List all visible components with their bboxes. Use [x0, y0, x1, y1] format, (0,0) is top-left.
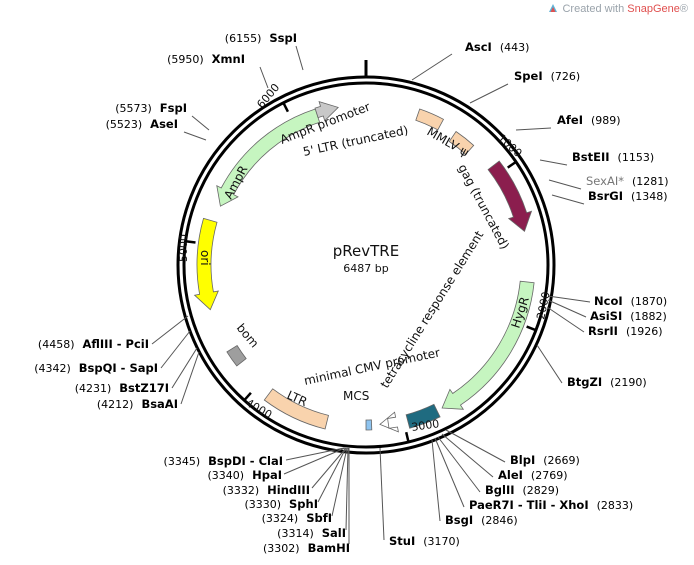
tick-label-3000: 3000: [411, 417, 441, 434]
site-label-stui: StuI(3170): [389, 534, 460, 548]
site-connector-6: [469, 83, 509, 104]
site-label-pcii: (4458)AflIII - PciI: [38, 337, 149, 351]
site-label-clai: (3345)BspDI - ClaI: [164, 454, 283, 468]
site-label-sali: (3314)SalI: [277, 526, 346, 540]
site-connector-16: [441, 433, 494, 478]
site-label-xmni: (5950)XmnI: [167, 52, 245, 66]
feature-cmv: [379, 411, 399, 433]
feature-hygr: [441, 280, 535, 410]
site-label-xhoi: PaeR7I - TliI - XhoI(2833): [469, 498, 633, 512]
site-connector-11: [547, 295, 591, 303]
site-label-sexai: SexAI*(1281): [586, 174, 669, 188]
major-tick-4000: [243, 391, 252, 402]
site-label-bsteii: BstEII(1153): [572, 150, 654, 164]
major-tick-3000: [404, 431, 410, 443]
site-connector-5: [411, 53, 453, 81]
feature-ampr-promoter: [314, 101, 339, 122]
site-label-bglii: BglII(2829): [485, 483, 559, 497]
site-label-rsrii: RsrII(1926): [588, 324, 663, 338]
site-label-bamhi: (3302)BamHI: [263, 541, 350, 555]
site-label-spei: SpeI(726): [514, 69, 580, 83]
feature-mmlv-psi: [415, 108, 445, 131]
snapgene-credit: Created with SnapGene®: [548, 3, 688, 15]
site-label-fspi: (5573)FspI: [115, 101, 187, 115]
feature-gag: [487, 160, 533, 232]
site-label-bsgi: BsgI(2846): [445, 513, 518, 527]
plasmid-name: pRevTRE: [333, 242, 399, 260]
site-label-blpi: BlpI(2669): [510, 453, 580, 467]
major-tick-5000: [185, 239, 196, 244]
site-connector-7: [515, 127, 552, 131]
site-connector-2: [259, 66, 269, 89]
site-connector-9: [548, 179, 582, 190]
tick-label-5000: 5000: [177, 234, 190, 262]
site-connector-4: [183, 131, 207, 141]
site-label-sbfi: (3324)SbfI: [262, 511, 332, 525]
credit-brand: SnapGene: [627, 3, 680, 15]
tick-label-2000: 2000: [534, 291, 553, 321]
credit-suffix: ®: [679, 3, 688, 15]
site-connector-17: [437, 436, 481, 493]
site-connector-31: [180, 351, 200, 405]
site-connector-19: [431, 439, 441, 522]
backbone-outer-circle: [176, 75, 556, 455]
site-connector-12: [547, 299, 587, 318]
site-label-bstz17i: (4231)BstZ17I: [75, 381, 169, 395]
site-connector-18: [434, 437, 465, 508]
site-connector-27: [285, 447, 345, 461]
site-label-bsaai: (4212)BsaAI: [97, 397, 178, 411]
site-label-afei: AfeI(989): [557, 113, 621, 127]
backbone-inner-circle: [182, 81, 550, 449]
site-connector-1: [295, 45, 304, 71]
feature-ori: [193, 217, 219, 311]
feature-mmlv-block: [448, 130, 475, 155]
site-label-asisi: AsiSI(1882): [590, 309, 667, 323]
major-tick-2000: [526, 325, 537, 332]
site-connector-10: [551, 194, 585, 205]
site-label-hindiii: (3332)HindIII: [223, 483, 310, 497]
site-connector-29: [160, 330, 191, 369]
feature-tre: [405, 403, 441, 429]
site-connector-20: [379, 447, 385, 541]
site-label-ncoi: NcoI(1870): [594, 294, 667, 308]
site-connector-28: [151, 315, 189, 345]
site-connector-22: [345, 447, 349, 531]
site-label-sphi: (3330)SphI: [244, 497, 318, 511]
major-tick-6000: [282, 102, 290, 113]
feature-ltr: [263, 388, 329, 430]
site-connector-3: [191, 115, 210, 131]
site-connector-13: [546, 306, 585, 333]
snapgene-logo-icon: [549, 4, 558, 12]
feature-mcs: [365, 419, 373, 431]
site-connector-23: [331, 447, 348, 517]
site-connector-24: [317, 447, 347, 503]
credit-prefix: Created with: [562, 3, 628, 15]
site-label-sapi: (4342)BspQI - SapI: [34, 361, 158, 375]
feature-label-ori: ori: [198, 250, 212, 266]
feature-label-bom: bom: [234, 321, 262, 350]
site-label-asei: (5523)AseI: [106, 117, 178, 131]
site-label-asci: AscI(443): [465, 40, 529, 54]
site-label-btgzi: BtgZI(2190): [567, 375, 647, 389]
site-label-alei: AleI(2769): [498, 468, 568, 482]
site-label-sspi: (6155)SspI: [225, 31, 297, 45]
site-connector-8: [539, 159, 568, 166]
site-label-hpai: (3340)HpaI: [208, 468, 282, 482]
plasmid-size: 6487 bp: [343, 262, 388, 275]
feature-label-cmv: minimal CMV promoter: [303, 345, 442, 388]
site-connector-26: [283, 447, 346, 475]
feature-ampr: [216, 108, 321, 207]
site-connector-14: [536, 344, 563, 384]
site-connector-15: [445, 429, 506, 463]
site-label-bsrgi: BsrGI(1348): [588, 189, 668, 203]
major-tick-1000: [506, 160, 517, 169]
feature-bom: [226, 344, 247, 367]
site-connector-30: [171, 347, 198, 389]
feature-label-mcs: MCS: [343, 389, 369, 403]
site-connector-25: [311, 447, 347, 489]
